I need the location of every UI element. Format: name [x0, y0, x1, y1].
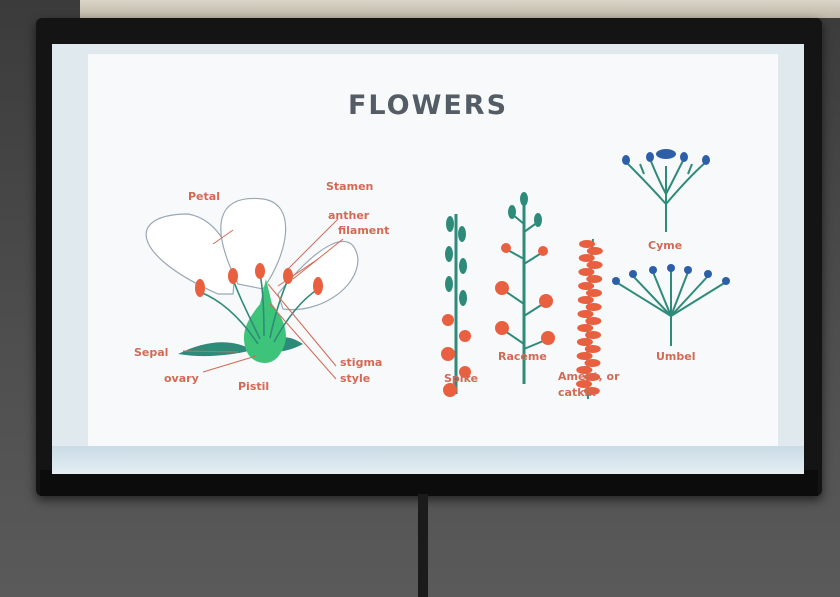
label-ovary: ovary [164, 372, 199, 385]
catkin-scale [585, 331, 601, 339]
label-pistil: Pistil [238, 380, 269, 393]
catkin-scale [577, 338, 593, 346]
catkin-scale [578, 310, 594, 318]
catkin-scale [585, 345, 601, 353]
label-spike: Spike [444, 372, 478, 385]
label-cyme: Cyme [648, 239, 682, 252]
flower-petals [146, 198, 358, 309]
label-sepal: Sepal [134, 346, 168, 359]
catkin-scale [584, 359, 600, 367]
umbel-inflorescence [616, 270, 726, 346]
catkin-scale [577, 352, 593, 360]
catkin-scale [586, 303, 602, 311]
catkin-scale [578, 268, 594, 276]
label-stamen: Stamen [326, 180, 373, 193]
cyme-buds [622, 149, 710, 165]
label-style: style [340, 372, 370, 385]
catkin-scale [587, 247, 603, 255]
label-anther: anther [328, 209, 369, 222]
catkin-scale [587, 261, 603, 269]
label-petal: Petal [188, 190, 220, 203]
sepal-shape [178, 342, 253, 356]
label-ament: Ament, or [558, 370, 620, 383]
catkin-scale [578, 282, 594, 290]
monitor-mount-pole [418, 494, 428, 597]
catkin-scale [585, 317, 601, 325]
label-catkin: catkin [558, 386, 596, 399]
label-umbel: Umbel [656, 350, 696, 363]
cyme-inflorescence [626, 159, 706, 232]
catkin-scale [586, 289, 602, 297]
label-filament: filament [338, 224, 389, 237]
catkin-scale [578, 296, 594, 304]
ceiling-fixture [80, 0, 840, 18]
catkin-scale [579, 254, 595, 262]
presentation-slide: FLOWERS [88, 54, 778, 446]
monitor-screen: FLOWERS [52, 44, 804, 474]
catkin-scale [586, 275, 602, 283]
catkin-scale [577, 324, 593, 332]
spike-inflorescence [441, 214, 471, 397]
label-stigma: stigma [340, 356, 382, 369]
catkin-scale [579, 240, 595, 248]
label-raceme: Raceme [498, 350, 547, 363]
screen-lower-band [52, 446, 804, 474]
